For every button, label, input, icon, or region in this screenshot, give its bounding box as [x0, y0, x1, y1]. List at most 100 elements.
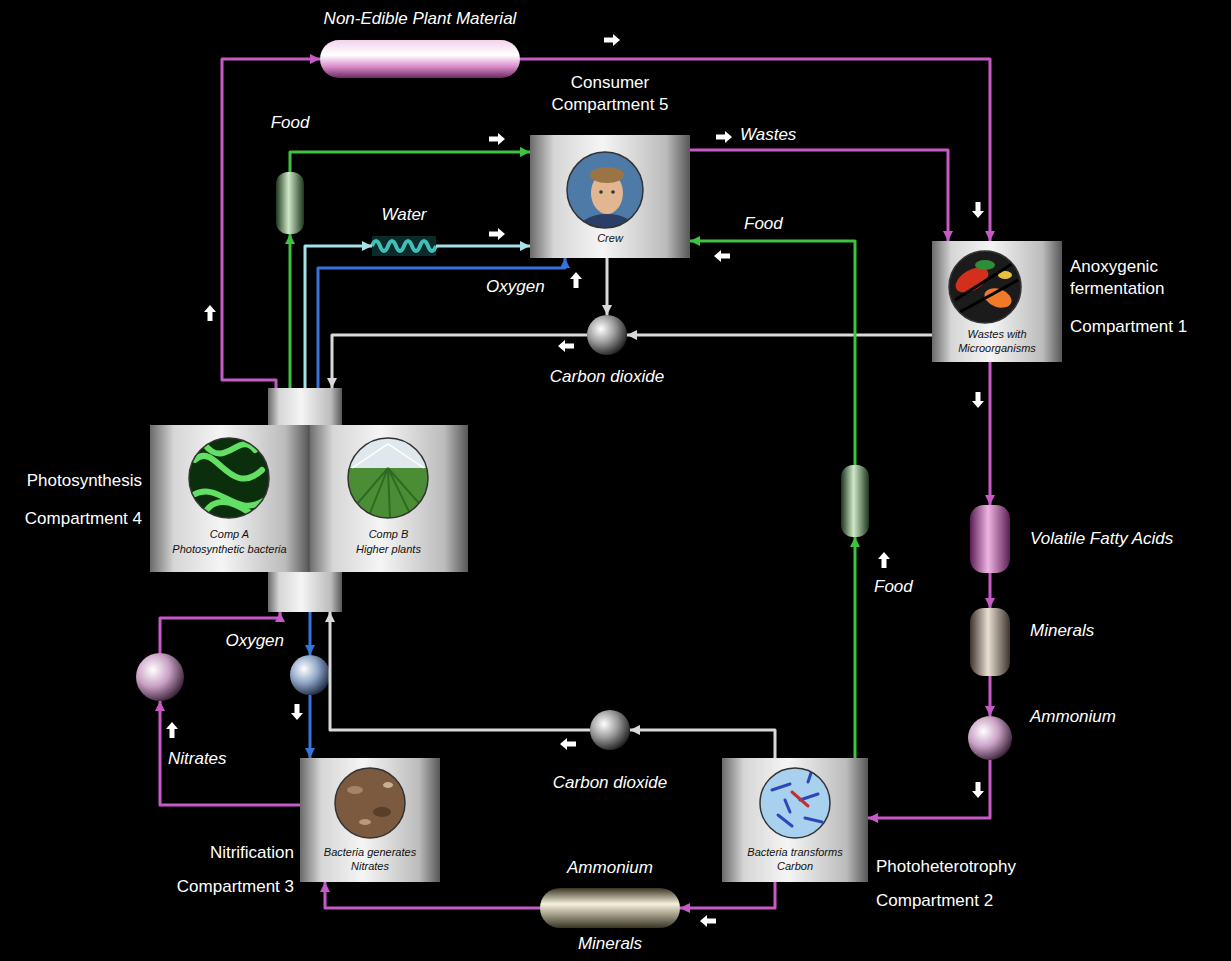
compartment-box: Consumer Compartment 5Crew	[530, 135, 690, 258]
flow-label: Minerals	[1030, 620, 1150, 642]
compartment-heading: Photosynthesis	[4, 470, 142, 492]
tank	[276, 172, 304, 234]
soil-photo	[335, 768, 405, 838]
flow-line	[868, 760, 990, 818]
flow-label: Wastes	[738, 124, 798, 146]
tank: Volatile Fatty Acids	[970, 505, 1010, 573]
flow-line	[627, 334, 932, 337]
coil-ground	[372, 236, 436, 256]
photo-hair	[590, 167, 624, 183]
flow-arrow	[558, 340, 574, 352]
flow-arrow	[716, 131, 732, 143]
photo-eye	[599, 190, 603, 194]
box-caption: Higher plants	[309, 543, 468, 557]
flow-arrow	[291, 704, 303, 720]
photo-grain	[359, 819, 371, 825]
box-caption: Photosynthetic bacteria	[150, 543, 309, 557]
photo-ring	[335, 768, 405, 838]
flow-line	[854, 537, 857, 758]
photo-ground	[335, 768, 405, 838]
flow-label: Food	[250, 112, 330, 134]
photo-eye	[611, 190, 615, 194]
flow-arrow	[489, 133, 505, 145]
box-caption: Bacteria generates Nitrates	[310, 846, 430, 874]
flow-line	[160, 701, 300, 805]
plants-photo	[345, 438, 432, 518]
tank: Food	[276, 172, 304, 234]
tank: Food	[841, 465, 869, 537]
connector-stub	[268, 572, 342, 612]
flow-line	[309, 612, 312, 655]
compartment-box	[722, 758, 868, 882]
flow-line	[332, 335, 587, 388]
flow-line	[989, 573, 992, 608]
box-divider	[308, 425, 310, 572]
sub-compartment: Comp BHigher plants	[309, 425, 468, 572]
compartment-box: Anoxygenic fermentationCompartment 1Wast…	[932, 241, 1062, 362]
photo-rod	[792, 792, 808, 806]
flow-arrow	[204, 305, 216, 321]
box-caption: Comp A	[150, 528, 309, 542]
tank	[970, 608, 1010, 676]
tank	[841, 465, 869, 537]
flow-label: Food	[742, 213, 785, 235]
flow-arrow	[972, 782, 984, 798]
flow-line	[436, 245, 530, 248]
gas-sphere: Carbon dioxide	[590, 710, 630, 750]
flow-line	[289, 234, 292, 388]
compartment-heading: Photoheterotrophy	[876, 856, 1061, 878]
flow-arrow	[166, 722, 178, 738]
flow-label: Carbon dioxide	[540, 772, 680, 794]
sphere: Nitrates	[136, 653, 184, 701]
sphere	[136, 653, 184, 701]
flow-arrow	[700, 915, 716, 927]
tank: Minerals	[970, 608, 1010, 676]
compartment-heading: Compartment 4	[4, 508, 142, 530]
sub-compartment: Comp APhotosynthetic bacteria	[150, 425, 309, 572]
compartment-box: NitrificationCompartment 3Bacteria gener…	[300, 758, 440, 882]
photo-stripe	[955, 262, 1018, 312]
tank	[970, 505, 1010, 573]
photo-sky	[348, 438, 428, 470]
photo-grain	[373, 807, 391, 817]
flow-line	[309, 695, 312, 758]
flow-arrow	[714, 250, 730, 262]
photo-ring	[760, 768, 830, 838]
flow-line	[330, 612, 590, 730]
box-caption: Crew	[530, 232, 690, 246]
compartment-box	[300, 758, 440, 882]
flow-arrow	[972, 202, 984, 218]
flow-line	[606, 258, 609, 315]
flow-label: Oxygen	[484, 276, 547, 298]
water-coil: Water	[372, 236, 436, 256]
photo-ground	[760, 768, 830, 838]
flow-label: Water	[364, 204, 444, 226]
compartment-heading: Compartment 2	[876, 890, 1061, 912]
compartment-box	[150, 425, 309, 572]
gas-sphere: Carbon dioxide	[587, 315, 627, 355]
photo-ground	[949, 251, 1021, 323]
sphere: Ammonium	[968, 716, 1012, 760]
flow-arrow	[560, 738, 576, 750]
flow-line	[520, 59, 990, 241]
compartment-heading: Compartment 1	[1070, 316, 1200, 338]
flow-line	[290, 152, 530, 172]
flow-label: Non-Edible Plant Material	[295, 8, 545, 30]
flow-label: Ammonium	[520, 857, 700, 879]
flow-line	[690, 241, 855, 465]
compartment-group: PhotosynthesisCompartment 4Comp APhotosy…	[150, 388, 468, 612]
flow-label: Ammonium	[1030, 706, 1150, 728]
photo-filament	[193, 444, 265, 516]
compartment-heading: Nitrification	[150, 842, 294, 864]
sphere	[590, 710, 630, 750]
compartment-heading: Anoxygenic fermentation	[1070, 256, 1200, 300]
photo-ground	[189, 438, 269, 518]
photo-grain	[383, 782, 393, 788]
flow-arrow	[972, 392, 984, 408]
rod-bacteria-photo	[760, 768, 830, 838]
sphere	[587, 315, 627, 355]
sphere	[290, 655, 330, 695]
